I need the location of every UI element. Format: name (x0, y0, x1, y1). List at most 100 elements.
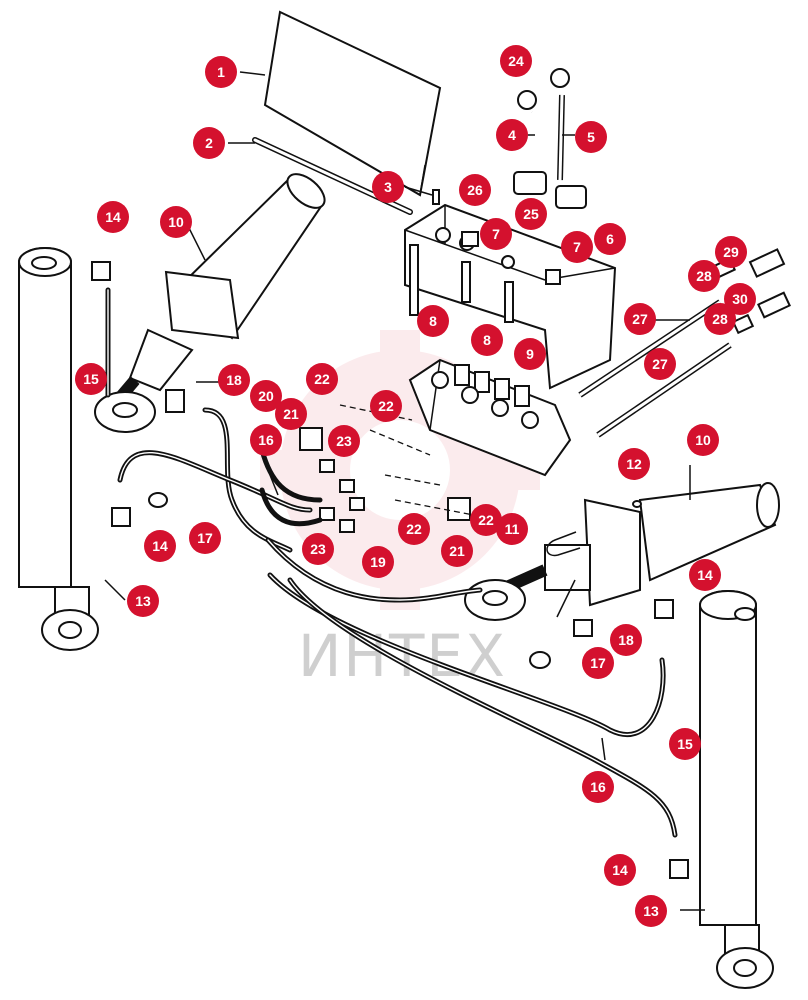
cover-plate (263, 10, 442, 197)
callout: 6 (594, 223, 626, 255)
fittings-18 (165, 389, 593, 637)
callout: 23 (302, 533, 334, 565)
callout: 10 (160, 206, 192, 238)
callout: 12 (618, 448, 650, 480)
cylinder-10-upper (94, 173, 326, 433)
svg-text:22: 22 (314, 371, 330, 387)
svg-text:15: 15 (83, 371, 99, 387)
callout: 25 (515, 198, 547, 230)
dashed-guides (339, 404, 501, 521)
valve-fittings (299, 427, 471, 533)
callout: 24 (500, 45, 532, 77)
callout: 1 (205, 56, 237, 88)
svg-text:27: 27 (632, 311, 648, 327)
svg-text:6: 6 (606, 231, 614, 247)
callout: 14 (689, 559, 721, 591)
lever-bases (513, 171, 587, 209)
svg-text:8: 8 (483, 332, 491, 348)
callout: 7 (480, 218, 512, 250)
callout: 28 (688, 260, 720, 292)
lift-cylinder-13-right (699, 590, 774, 989)
callout: 26 (459, 174, 491, 206)
callout: 22 (470, 504, 502, 536)
callout: 8 (417, 305, 449, 337)
fittings-7 (501, 255, 561, 285)
callouts: 1 2 3 24 4 5 26 25 7 7 6 29 28 30 28 27 … (75, 45, 756, 927)
svg-text:21: 21 (283, 406, 299, 422)
tube-27-upper (578, 299, 722, 398)
tube-27-lower (596, 342, 732, 438)
callout: 7 (561, 231, 593, 263)
callout: 3 (372, 171, 404, 203)
svg-text:16: 16 (590, 779, 606, 795)
svg-text:27: 27 (652, 356, 668, 372)
svg-text:10: 10 (695, 432, 711, 448)
callout: 20 (250, 380, 282, 412)
svg-text:14: 14 (105, 209, 121, 225)
callout: 14 (604, 854, 636, 886)
callout: 18 (218, 364, 250, 396)
spacer-26 (461, 231, 479, 247)
svg-text:14: 14 (697, 567, 713, 583)
svg-text:23: 23 (310, 541, 326, 557)
svg-text:2: 2 (205, 135, 213, 151)
callout: 22 (370, 390, 402, 422)
svg-text:22: 22 (406, 521, 422, 537)
callout: 21 (441, 535, 473, 567)
svg-text:10: 10 (168, 214, 184, 230)
callout: 2 (193, 127, 225, 159)
svg-text:28: 28 (712, 311, 728, 327)
svg-text:17: 17 (590, 655, 606, 671)
svg-text:5: 5 (587, 129, 595, 145)
callout: 27 (644, 348, 676, 380)
callout: 19 (362, 546, 394, 578)
svg-text:25: 25 (523, 206, 539, 222)
svg-text:19: 19 (370, 554, 386, 570)
svg-text:11: 11 (505, 521, 520, 537)
oring-12 (632, 500, 642, 508)
lift-cylinder-13-left (18, 247, 99, 651)
svg-text:14: 14 (152, 538, 168, 554)
pin (432, 189, 440, 205)
svg-text:29: 29 (723, 244, 739, 260)
callout: 29 (715, 236, 747, 268)
hoses (105, 287, 678, 838)
control-valve (408, 358, 572, 477)
svg-text:7: 7 (492, 226, 500, 242)
svg-text:13: 13 (135, 593, 151, 609)
callout: 22 (306, 363, 338, 395)
callout: 17 (189, 522, 221, 554)
callout: 8 (471, 324, 503, 356)
callout: 13 (127, 585, 159, 617)
callout: 30 (724, 283, 756, 315)
svg-text:9: 9 (526, 346, 534, 362)
callout: 15 (669, 728, 701, 760)
svg-text:22: 22 (378, 398, 394, 414)
svg-text:18: 18 (226, 372, 242, 388)
callout: 27 (624, 303, 656, 335)
svg-text:12: 12 (626, 456, 642, 472)
svg-text:22: 22 (478, 512, 494, 528)
svg-text:23: 23 (336, 433, 352, 449)
svg-text:20: 20 (258, 388, 274, 404)
watermark-text: ИНТЕХ (298, 622, 507, 690)
callout: 9 (514, 338, 546, 370)
callout: 5 (575, 121, 607, 153)
callout: 17 (582, 647, 614, 679)
callout: 4 (496, 119, 528, 151)
svg-text:13: 13 (643, 903, 659, 919)
svg-text:28: 28 (696, 268, 712, 284)
lever-5 (557, 94, 565, 181)
caps-17 (148, 492, 551, 669)
callout: 10 (687, 424, 719, 456)
svg-text:1: 1 (217, 64, 225, 80)
elbow-fittings-14 (91, 261, 689, 879)
svg-text:15: 15 (677, 736, 693, 752)
callout: 11 (496, 513, 528, 545)
svg-text:16: 16 (258, 432, 274, 448)
svg-text:3: 3 (384, 179, 392, 195)
u-bolt-11 (546, 531, 581, 557)
lever-4 (530, 111, 539, 173)
callout: 14 (144, 530, 176, 562)
